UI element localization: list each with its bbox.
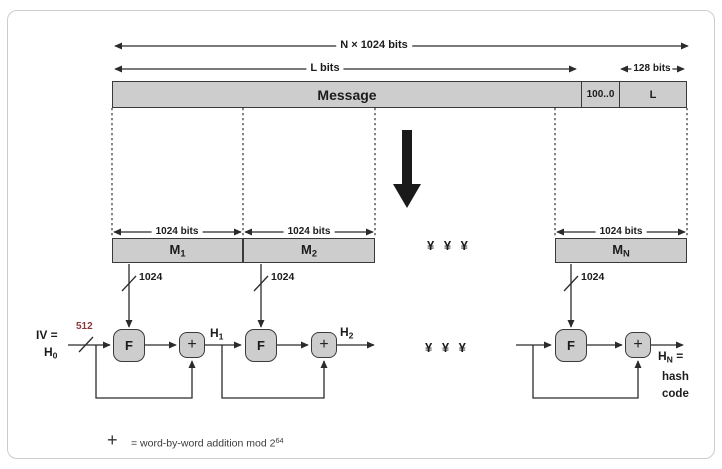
length-label: L [649,88,657,101]
n1024-dimension-label: N × 1024 bits [336,40,412,51]
m2-wire-slash [253,275,269,292]
iv-wire-slash [78,336,94,353]
adder-node-2: + [311,332,337,358]
block-m2: M2 [243,238,375,263]
block-m2-label: M2 [300,242,318,259]
adder-node-n: + [625,332,651,358]
iv-label: IV = [36,328,58,342]
feedforward-wire-n [532,345,642,399]
block-mn-label: MN [612,242,630,259]
hn-label: HN = [658,349,684,365]
f-box-n: F [555,329,587,362]
m1-wire-slash [121,275,137,292]
block-m1: M1 [112,238,243,263]
m1-dimension-label: 1024 bits [151,227,203,237]
f-box-1: F [113,329,145,362]
length-segment: L [620,82,686,107]
mn-wire-slash [563,275,579,292]
blocks-ellipsis: ¥ ¥ ¥ [427,238,471,253]
hash-word-label: hash [662,371,689,383]
iv-width-label: 512 [76,321,93,332]
mn-wire-width-label: 1024 [581,271,605,283]
block-mn: MN [555,238,687,263]
legend-text: = word-by-word addition mod 264 [131,436,284,450]
f-box-n-label: F [567,338,575,353]
adder-n-plus-icon: + [633,336,643,353]
adder-node-1: + [179,332,205,358]
padding-segment: 100..0 [581,82,620,107]
adder-2-plus-icon: + [319,336,329,353]
h2-label: H2 [340,325,354,341]
m2-dimension-label: 1024 bits [283,227,335,237]
code-word-label: code [662,388,689,400]
f-box-2: F [245,329,277,362]
message-bar: Message 100..0 L [112,81,687,108]
m1-wire-width-label: 1024 [139,271,163,283]
message-segment: Message [113,82,581,107]
chain-ellipsis: ¥ ¥ ¥ [425,340,469,355]
feedforward-wire-1 [95,345,196,399]
feedforward-wire-2 [221,345,328,399]
f-box-1-label: F [125,338,133,353]
message-label: Message [317,86,377,103]
padding-label: 100..0 [586,89,615,100]
128bits-dimension-label: 128 bits [631,63,673,74]
legend-plus-icon: + [107,430,118,450]
f-box-2-label: F [257,338,265,353]
h1-label: H1 [210,326,224,342]
block-m1-label: M1 [169,242,186,259]
lbits-dimension-label: L bits [306,63,344,74]
diagram-frame [7,10,715,459]
mn-dimension-label: 1024 bits [595,227,647,237]
m2-wire-width-label: 1024 [271,271,295,283]
adder-1-plus-icon: + [187,336,197,353]
h0-label: H0 [44,345,58,361]
split-down-arrow [393,130,421,208]
